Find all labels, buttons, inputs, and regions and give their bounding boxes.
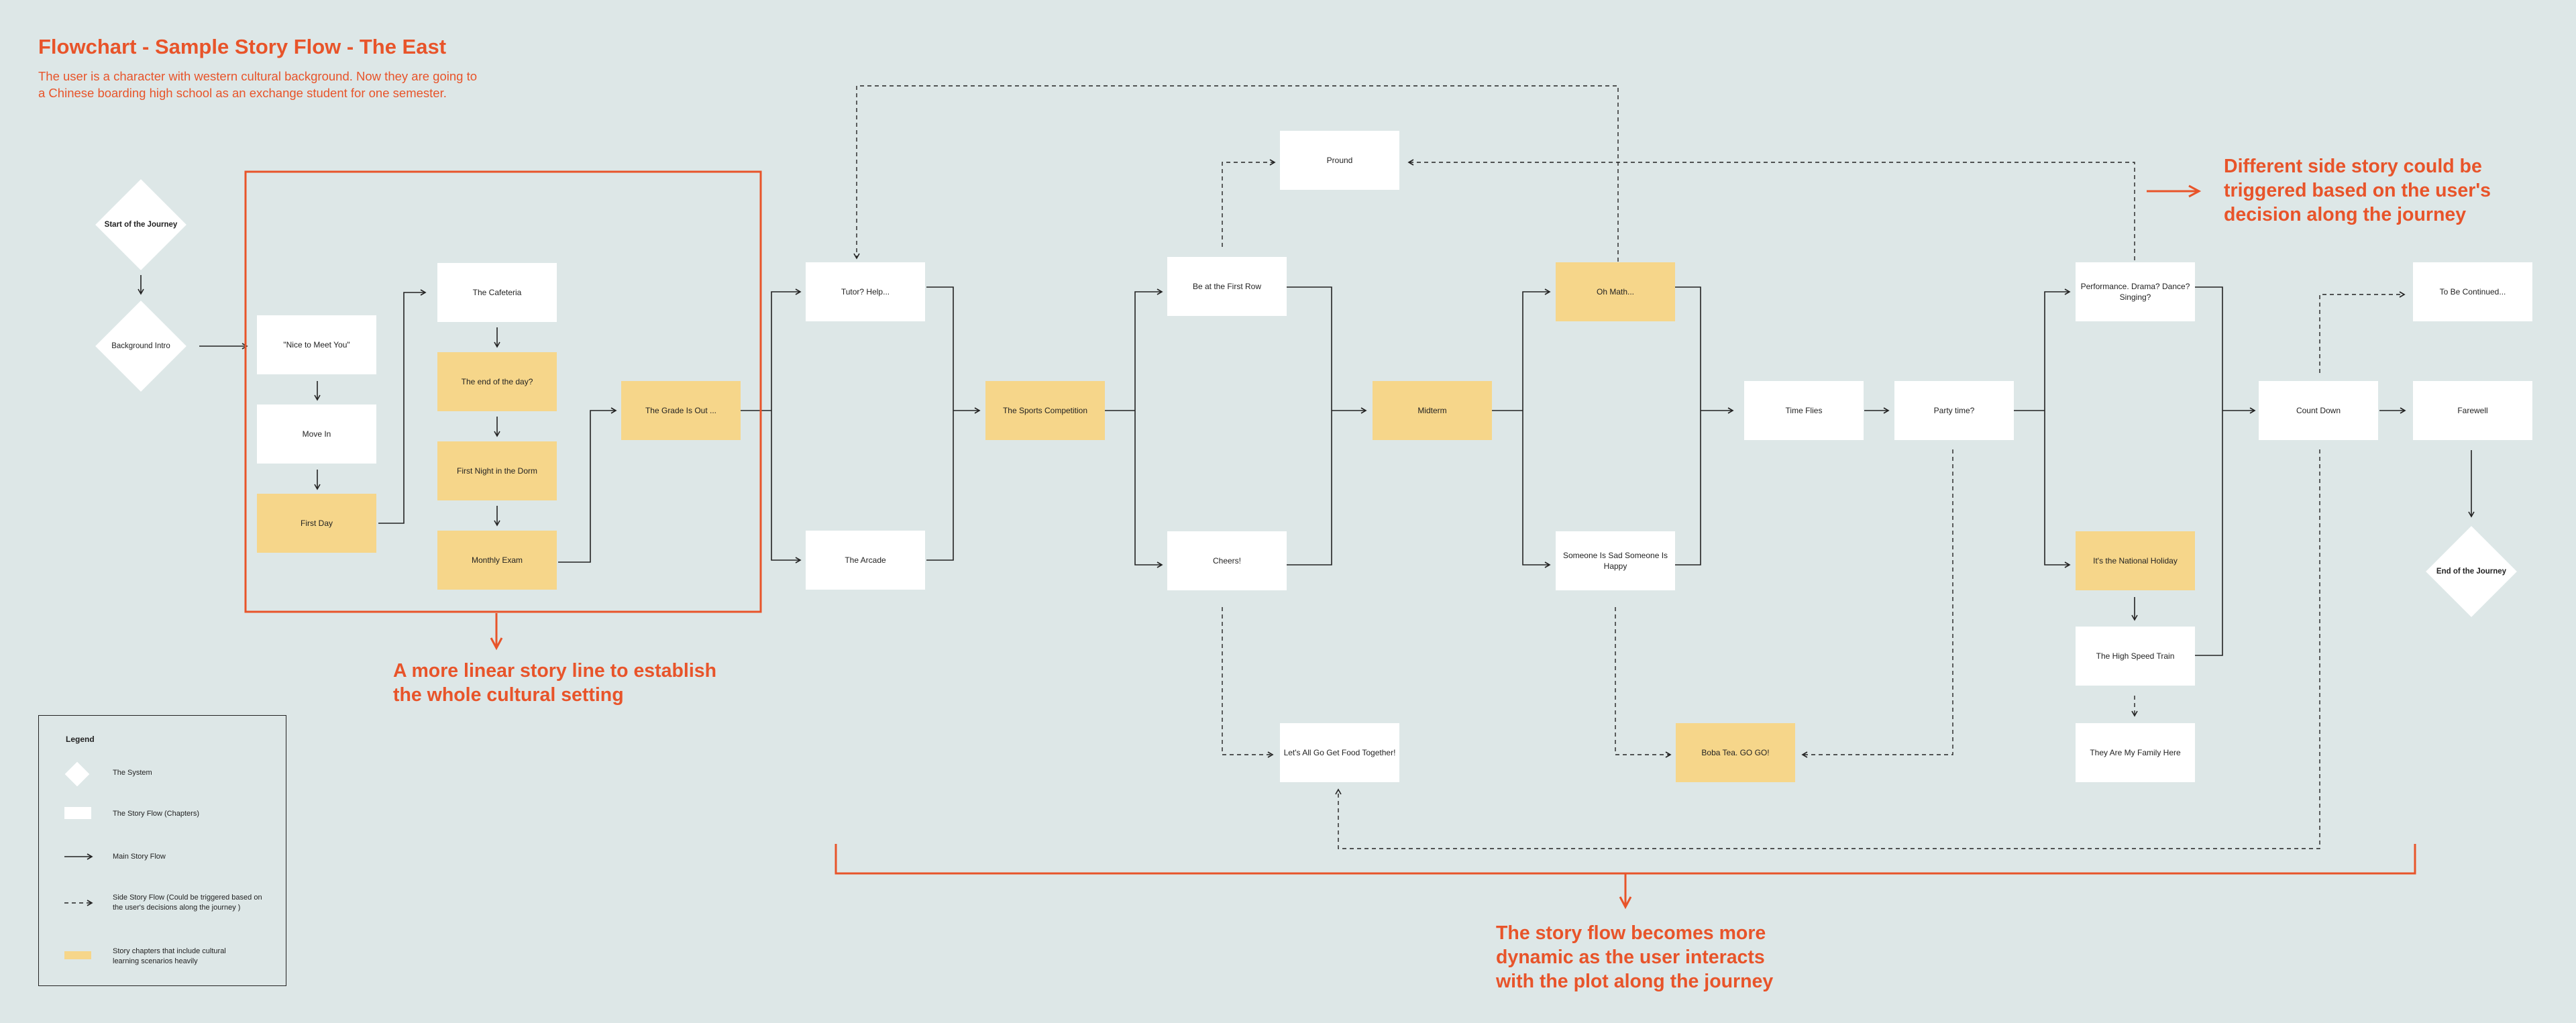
legend-box bbox=[38, 715, 286, 986]
node-my-family-here: They Are My Family Here bbox=[2076, 723, 2195, 782]
annotation-side-story: Different side story could be triggered … bbox=[2224, 156, 2491, 225]
node-nice-to-meet-you: "Nice to Meet You" bbox=[257, 315, 376, 374]
node-count-down: Count Down bbox=[2259, 381, 2378, 440]
legend-label-story-flow-chapters: The Story Flow (Chapters) bbox=[113, 810, 199, 818]
node-monthly-exam: Monthly Exam bbox=[437, 531, 557, 590]
node-move-in: Move In bbox=[257, 405, 376, 464]
page-subtitle: The user is a character with western cul… bbox=[38, 69, 477, 100]
node-arcade: The Arcade bbox=[806, 531, 925, 590]
node-time-flies: Time Flies bbox=[1744, 381, 1864, 440]
node-proud: Pround bbox=[1280, 131, 1399, 190]
legend-label-system: The System bbox=[113, 769, 152, 777]
node-first-row: Be at the First Row bbox=[1167, 257, 1287, 316]
legend-label-side-story-flow: Side Story Flow (Could be triggered base… bbox=[113, 894, 262, 912]
node-boba-tea: Boba Tea. GO GO! bbox=[1676, 723, 1795, 782]
node-national-holiday: It's the National Holiday bbox=[2076, 531, 2195, 590]
legend-label-main-story-flow: Main Story Flow bbox=[113, 853, 166, 861]
node-performance: Performance. Drama? Dance? Singing? bbox=[2076, 262, 2195, 321]
page-title: Flowchart - Sample Story Flow - The East bbox=[38, 35, 447, 58]
node-grade-out: The Grade Is Out ... bbox=[621, 381, 741, 440]
node-cafeteria: The Cafeteria bbox=[437, 263, 557, 322]
node-party-time: Party time? bbox=[1894, 381, 2014, 440]
node-midterm: Midterm bbox=[1373, 381, 1492, 440]
node-someone-sad-happy: Someone Is Sad Someone Is Happy bbox=[1556, 531, 1675, 590]
start-node: Start of the Journey bbox=[104, 220, 178, 229]
node-first-day: First Day bbox=[257, 494, 376, 553]
node-high-speed-train: The High Speed Train bbox=[2076, 627, 2195, 686]
legend-label-cultural-chapters: Story chapters that include cultural lea… bbox=[113, 947, 226, 965]
legend-title: Legend bbox=[66, 735, 95, 744]
node-farewell: Farewell bbox=[2413, 381, 2532, 440]
node-oh-math: Oh Math... bbox=[1556, 262, 1675, 321]
node-get-food-together: Let's All Go Get Food Together! bbox=[1280, 723, 1399, 782]
node-cheers: Cheers! bbox=[1167, 531, 1287, 590]
background-intro-node: Background Intro bbox=[111, 341, 170, 350]
node-end-of-day: The end of the day? bbox=[437, 352, 557, 411]
node-sports-competition: The Sports Competition bbox=[985, 381, 1105, 440]
annotation-linear-story: A more linear story line to establish th… bbox=[393, 660, 716, 706]
node-first-night-dorm: First Night in the Dorm bbox=[437, 441, 557, 500]
node-tutor-help: Tutor? Help... bbox=[806, 262, 925, 321]
end-node: End of the Journey bbox=[2436, 567, 2507, 576]
annotation-dynamic-flow: The story flow becomes more dynamic as t… bbox=[1496, 922, 1774, 992]
node-to-be-continued: To Be Continued... bbox=[2413, 262, 2532, 321]
